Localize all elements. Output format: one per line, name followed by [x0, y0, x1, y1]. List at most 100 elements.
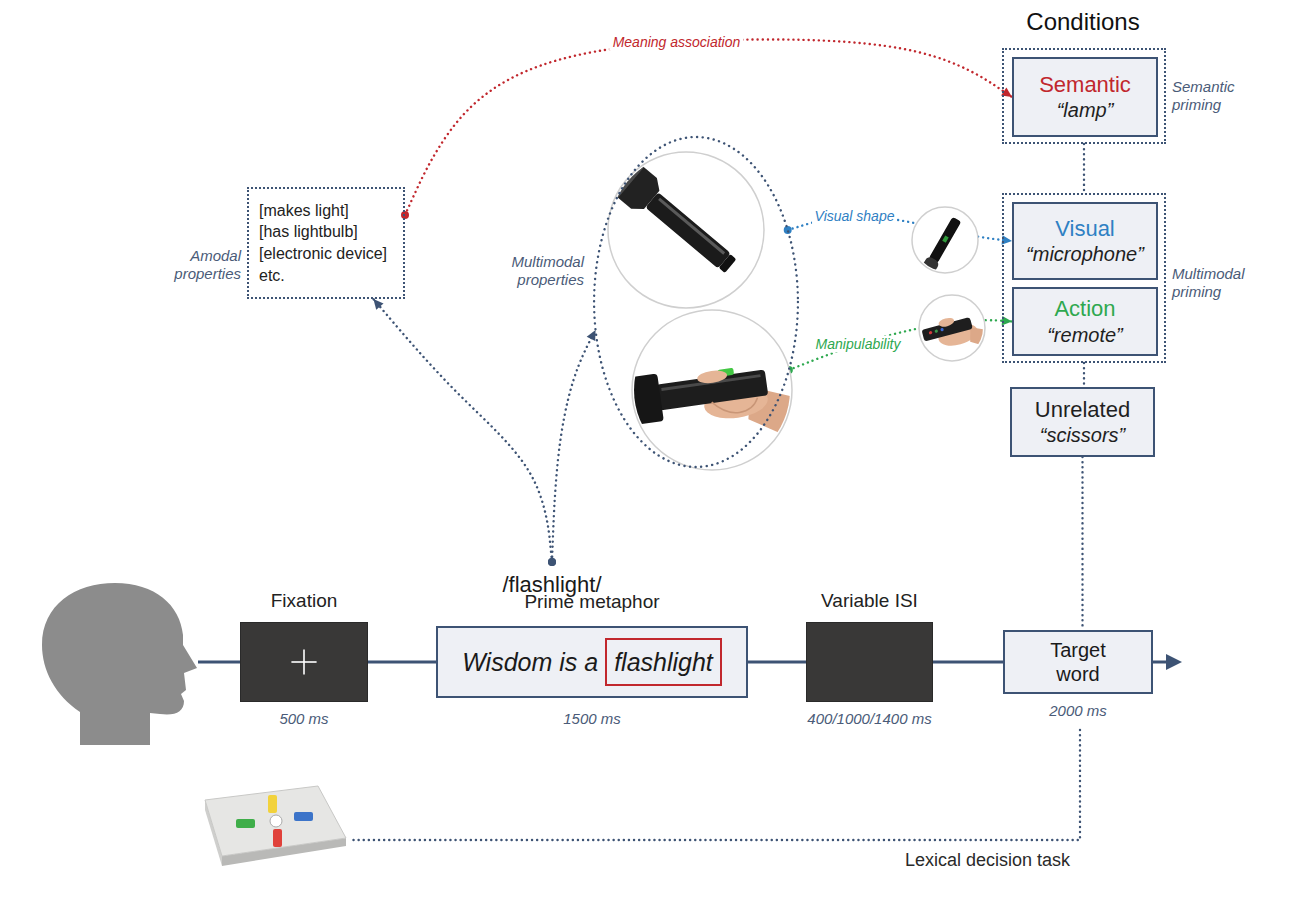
box-text: “microphone”	[1026, 242, 1144, 266]
remote-photo	[938, 316, 956, 328]
origin-dot	[548, 558, 556, 566]
edge-label: Manipulability	[813, 336, 904, 353]
flashlight-photo	[645, 192, 731, 268]
property-ellipse: Multimodal properties	[592, 135, 800, 469]
hand-flashlight-photo	[623, 354, 810, 472]
isi-screen: Variable ISI400/1000/1400 ms	[806, 622, 933, 702]
connector-line	[373, 299, 552, 562]
step-heading: Fixation	[271, 590, 338, 613]
microphone-photo	[929, 217, 962, 264]
box-text: [electronic device]	[259, 243, 387, 265]
microphone-photo	[921, 216, 963, 275]
edge-label: Meaning association	[610, 34, 744, 51]
microphone-photo	[912, 207, 978, 273]
flashlight-photo	[719, 254, 737, 273]
remote-photo	[936, 320, 980, 350]
condition-box: Semantic“lamp”	[1012, 57, 1158, 137]
remote-photo	[919, 295, 999, 369]
hand-flashlight-photo	[624, 379, 635, 423]
box-text: [makes light]	[259, 200, 349, 222]
box-text: Semantic	[1039, 72, 1131, 98]
ellipse-outline	[594, 137, 798, 467]
flashlight-photo	[617, 167, 664, 216]
box-text: Action	[1054, 296, 1115, 322]
hand-flashlight-photo	[623, 354, 810, 472]
connector-line	[368, 661, 436, 664]
response-pad	[270, 815, 282, 827]
origin-dot	[785, 366, 793, 374]
remote-photo	[921, 317, 972, 342]
duration-label: 2000 ms	[1049, 702, 1107, 720]
connector	[401, 39, 1012, 219]
condition-group: Semantic primingSemantic“lamp”	[1002, 48, 1166, 144]
duration-label: 500 ms	[279, 710, 328, 728]
box-text: Visual	[1055, 216, 1115, 242]
remote-photo	[920, 307, 999, 369]
fixation-screen: Fixation500 ms	[240, 622, 368, 702]
step-heading: Prime metaphor	[524, 591, 659, 614]
task-label: Lexical decision task	[905, 850, 1070, 872]
remote-photo	[920, 307, 999, 369]
connector-line	[1083, 363, 1085, 387]
head-silhouette	[42, 583, 197, 745]
highlight-box: flashlight	[605, 638, 722, 686]
response-pad	[222, 838, 346, 866]
box-text: etc.	[259, 265, 285, 287]
flashlight-photo	[658, 198, 725, 255]
edge-label: Visual shape	[812, 208, 898, 225]
response-pad	[294, 812, 313, 821]
condition-box: Visual“microphone”	[1012, 202, 1158, 280]
connector	[368, 662, 436, 663]
microphone-photo	[942, 236, 948, 243]
side-label: Multimodal priming	[1172, 265, 1256, 301]
connector	[933, 662, 1003, 663]
hand-flashlight-photo	[632, 310, 792, 470]
ellipse-outline	[592, 135, 800, 469]
head-silhouette	[42, 583, 197, 745]
box-text: “scissors”	[1040, 423, 1126, 447]
target-screen: Target word2000 ms	[1003, 630, 1153, 694]
box-text: Unrelated	[1035, 397, 1130, 423]
box-text: Target word	[1037, 638, 1119, 686]
origin-dot	[401, 211, 409, 219]
remote-photo	[934, 329, 938, 333]
hand-flashlight-photo	[712, 396, 760, 416]
response-wire	[350, 730, 1080, 840]
timeline-line	[1153, 661, 1170, 664]
microphone-photo	[921, 256, 940, 275]
arrowhead	[587, 330, 596, 341]
prime-screen: Prime metaphorWisdom is a1500 msflashlig…	[436, 626, 748, 698]
side-label: Multimodal properties	[498, 253, 584, 289]
hand-flashlight-photo	[702, 383, 770, 422]
connector	[748, 662, 806, 663]
box-text: “remote”	[1047, 323, 1123, 347]
side-label: Semantic priming	[1172, 78, 1256, 114]
timeline-line	[1166, 654, 1182, 670]
cross-bar	[303, 650, 305, 675]
arrowhead	[373, 299, 383, 310]
connector-line	[789, 320, 1012, 370]
connector	[1084, 363, 1085, 387]
connector	[373, 299, 556, 566]
connector-line	[748, 661, 806, 664]
flashlight-photo	[614, 164, 743, 281]
box-text: flashlight	[614, 647, 713, 677]
condition-box: Action“remote”	[1012, 287, 1158, 356]
box-text: [has lightbulb]	[259, 221, 358, 243]
remote-photo	[929, 331, 933, 335]
connector-line	[552, 330, 596, 562]
box-text: “lamp”	[1057, 98, 1114, 122]
remote-photo	[919, 295, 985, 361]
response-pad	[205, 786, 346, 866]
side-label: Amodal properties	[161, 247, 241, 283]
box-text: Wisdom is a	[462, 647, 598, 677]
hand-flashlight-photo	[661, 374, 760, 391]
condition-group: Multimodal primingVisual“microphone”Acti…	[1002, 193, 1166, 363]
hand-flashlight-photo	[627, 373, 663, 425]
microphone-photo	[912, 207, 978, 275]
microphone-photo	[921, 216, 963, 275]
connector-line	[933, 661, 1003, 664]
connector	[1084, 144, 1085, 193]
hand-flashlight-photo	[744, 379, 811, 454]
